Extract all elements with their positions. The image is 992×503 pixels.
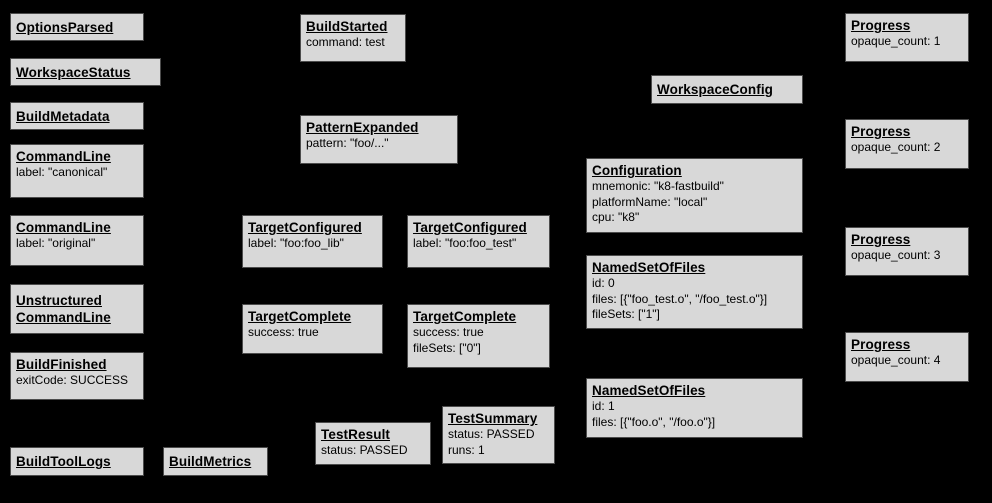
event-box-title: TargetComplete bbox=[413, 309, 517, 324]
event-box-title: TargetConfigured bbox=[413, 220, 527, 235]
event-box-title: NamedSetOfFiles bbox=[592, 260, 706, 275]
event-box-field: status: PASSED bbox=[321, 443, 408, 457]
event-box-field: label: "foo:foo_lib" bbox=[248, 236, 344, 250]
event-box-title: BuildFinished bbox=[16, 357, 107, 372]
event-box-title: TestResult bbox=[321, 427, 391, 442]
event-box-field: fileSets: ["1"] bbox=[592, 307, 660, 321]
event-box-field: mnemonic: "k8-fastbuild" bbox=[592, 179, 724, 193]
event-box-field: opaque_count: 1 bbox=[851, 34, 941, 48]
event-box-title: Progress bbox=[851, 124, 911, 139]
event-box-field: command: test bbox=[306, 35, 385, 49]
event-box-title: BuildMetrics bbox=[169, 454, 252, 469]
event-box-title: BuildStarted bbox=[306, 19, 388, 34]
event-box-field: files: [{"foo.o", "/foo.o"}] bbox=[592, 414, 716, 429]
event-box-title: Unstructured CommandLine bbox=[16, 293, 111, 325]
event-box-field: label: "foo:foo_test" bbox=[413, 236, 517, 250]
event-box-title: Configuration bbox=[592, 163, 682, 178]
node-options-parsed: OptionsParsed bbox=[10, 13, 144, 41]
node-unstructured-command-line: Unstructured CommandLine bbox=[10, 284, 144, 334]
event-box-title: WorkspaceStatus bbox=[16, 64, 131, 80]
event-box-title: WorkspaceConfig bbox=[657, 82, 774, 97]
event-box-title: TargetConfigured bbox=[248, 220, 362, 235]
event-box-field: opaque_count: 3 bbox=[851, 248, 941, 262]
node-workspace-status: WorkspaceStatus bbox=[10, 58, 161, 86]
event-box-field: pattern: "foo/..." bbox=[306, 136, 389, 150]
event-box-title: BuildToolLogs bbox=[16, 454, 111, 469]
event-box-title: Progress bbox=[851, 337, 911, 352]
event-box-field: label: "original" bbox=[16, 236, 96, 250]
event-box-title: Progress bbox=[851, 18, 911, 33]
event-box-field: id: 1 bbox=[592, 399, 615, 413]
event-box-field: label: "canonical" bbox=[16, 165, 108, 179]
node-workspace-config: WorkspaceConfig bbox=[651, 75, 803, 104]
event-box-title: Progress bbox=[851, 232, 911, 247]
node-build-tool-logs: BuildToolLogs bbox=[10, 447, 144, 476]
event-box-field: status: PASSED bbox=[448, 427, 535, 441]
event-box-field: fileSets: ["0"] bbox=[413, 340, 481, 355]
event-box-field: runs: 1 bbox=[448, 442, 485, 457]
event-box-field: success: true bbox=[248, 325, 319, 339]
event-box-title: CommandLine bbox=[16, 220, 111, 235]
event-box-field: files: [{"foo_test.o", "/foo_test.o"}] bbox=[592, 291, 768, 306]
event-box-title: NamedSetOfFiles bbox=[592, 383, 706, 398]
event-box-field: exitCode: SUCCESS bbox=[16, 373, 129, 387]
event-box-field: platformName: "local" bbox=[592, 194, 708, 209]
event-box-field: opaque_count: 2 bbox=[851, 140, 941, 154]
event-box-title: TargetComplete bbox=[248, 309, 352, 324]
event-box-title: PatternExpanded bbox=[306, 120, 419, 135]
event-box-title: CommandLine bbox=[16, 149, 111, 164]
event-box-field: success: true bbox=[413, 325, 484, 339]
node-build-metrics: BuildMetrics bbox=[163, 447, 268, 476]
event-box-title: BuildMetadata bbox=[16, 108, 110, 124]
node-build-metadata: BuildMetadata bbox=[10, 102, 144, 130]
event-box-title: TestSummary bbox=[448, 411, 538, 426]
event-box-field: cpu: "k8" bbox=[592, 210, 640, 224]
event-box-title: OptionsParsed bbox=[16, 19, 114, 35]
event-box-field: opaque_count: 4 bbox=[851, 353, 941, 367]
event-box-field: id: 0 bbox=[592, 276, 615, 290]
